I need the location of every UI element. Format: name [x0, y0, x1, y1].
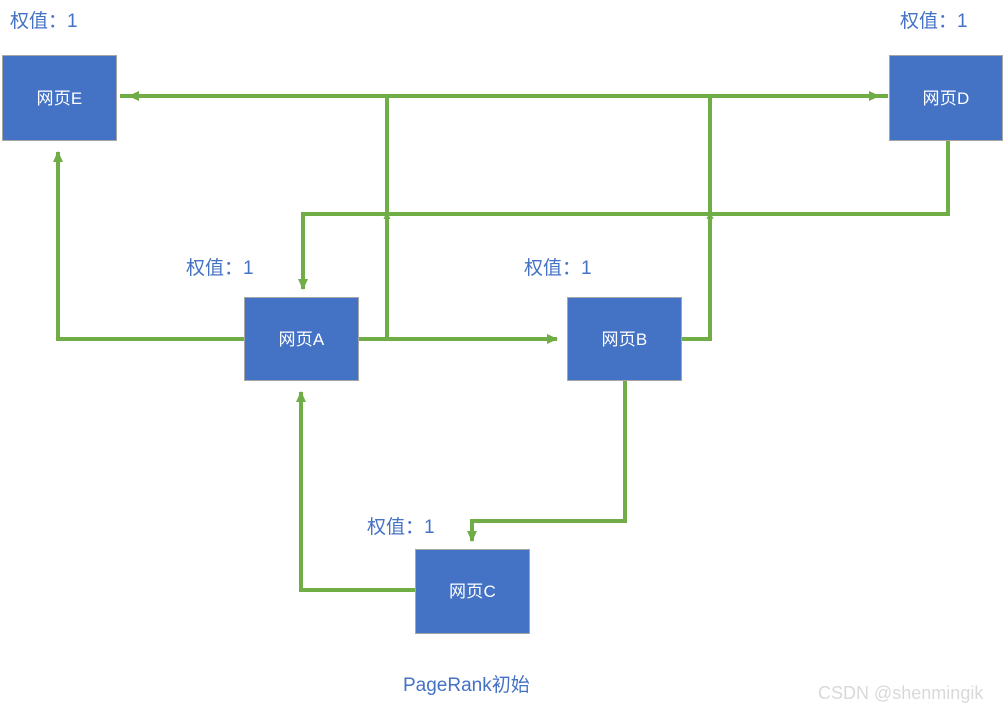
- node-label-b: 网页B: [601, 329, 648, 349]
- node-page-c[interactable]: 网页C: [415, 549, 530, 634]
- edge-a-to-e: [53, 151, 244, 341]
- node-label-a: 网页A: [278, 329, 325, 349]
- node-label-d: 网页D: [922, 88, 970, 108]
- edge-c-to-a: [296, 391, 415, 592]
- edge-mid-to-a: [298, 212, 948, 290]
- diagram-caption: PageRank初始: [403, 675, 530, 696]
- node-page-a[interactable]: 网页A: [244, 297, 359, 381]
- weight-label-a: 权值：1: [186, 258, 254, 279]
- edge-b-to-c: [467, 380, 627, 542]
- weight-label-e: 权值：1: [10, 11, 78, 32]
- node-label-e: 网页E: [36, 88, 83, 108]
- edge-a-to-d: [358, 98, 389, 341]
- node-page-e[interactable]: 网页E: [2, 55, 117, 141]
- node-page-d[interactable]: 网页D: [889, 55, 1003, 141]
- node-page-b[interactable]: 网页B: [567, 297, 682, 381]
- weight-label-c: 权值：1: [367, 517, 435, 538]
- weight-label-d: 权值：1: [900, 11, 968, 32]
- csdn-watermark: CSDN @shenmingik: [818, 683, 984, 703]
- weight-label-b: 权值：1: [524, 258, 592, 279]
- node-label-c: 网页C: [449, 582, 496, 601]
- edge-b-to-e: [682, 98, 712, 341]
